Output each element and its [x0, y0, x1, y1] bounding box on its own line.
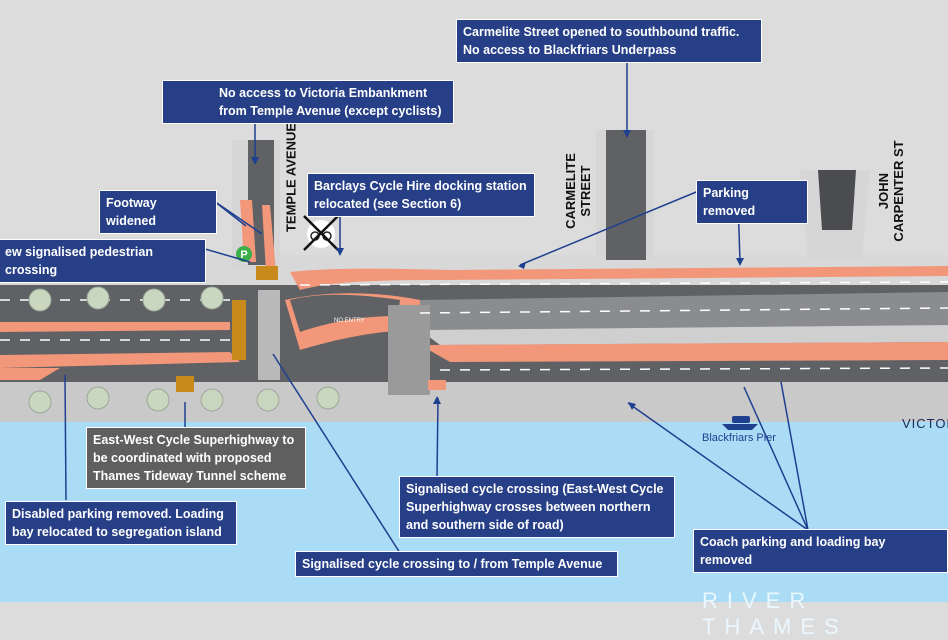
north-cycle-track — [290, 266, 948, 290]
callout-parking-removed: Parking removed — [696, 180, 808, 224]
tree-icon — [86, 386, 110, 410]
callout-disabled-parking: Disabled parking removed. Loading bay re… — [5, 501, 237, 545]
carmelite-street-road — [606, 130, 646, 260]
temple-avenue-cycle-lane — [262, 205, 276, 272]
street-label-carmelite: CARMELITE STREET — [563, 153, 593, 229]
tree-icon — [200, 388, 224, 412]
callout-signalised-cycle-crossing: Signalised cycle crossing (East-West Cyc… — [399, 476, 675, 538]
west-south-verge — [0, 368, 60, 380]
no-entry-marking: NO ENTRY — [334, 318, 365, 324]
cycle-crossing-west — [232, 300, 246, 360]
callout-cycle-crossing-temple: Signalised cycle crossing to / from Temp… — [295, 551, 618, 577]
parking-sign-label: P — [240, 249, 247, 261]
parking-icon — [236, 246, 252, 262]
street-label-john-carpenter: JOHN CARPENTER ST — [876, 140, 906, 242]
tree-icon — [200, 286, 224, 310]
ped-crossing-stripe — [258, 290, 280, 380]
tree-icon — [316, 386, 340, 410]
callout-no-access: No access to Victoria Embankment from Te… — [162, 80, 454, 124]
john-carpenter-road — [818, 170, 856, 230]
blackfriars-pier-label: Blackfriars Pier — [702, 432, 776, 444]
junction-approach — [290, 294, 400, 332]
west-cycle-track-south — [0, 352, 240, 368]
river-thames-label: RIVER THAMES — [702, 588, 848, 639]
tree-icon — [86, 286, 110, 310]
cycle-hire-icon — [303, 215, 339, 251]
callout-carmelite-opened: Carmelite Street opened to southbound tr… — [456, 19, 762, 63]
tree-icon — [28, 390, 52, 414]
tree-icon — [146, 388, 170, 412]
tree-icon — [28, 288, 52, 312]
tactile-paving — [176, 376, 194, 392]
callout-cycle-hire: Barclays Cycle Hire docking station relo… — [307, 173, 535, 217]
route-map: P NO ENTRY — [0, 62, 948, 602]
central-reserve — [420, 325, 948, 345]
tactile-paving — [256, 266, 278, 280]
tree-icons — [28, 286, 340, 414]
south-cycle-track — [420, 342, 948, 362]
leader-lines — [64, 62, 809, 554]
callout-ped-crossing: ew signalised pedestrian crossing — [0, 239, 206, 283]
signalised-cycle-crossing-stripe — [428, 380, 446, 390]
street-label-temple-avenue: TEMPLE AVENUE — [283, 122, 299, 233]
tree-icon — [142, 288, 166, 312]
callout-footway-widened: Footway widened — [99, 190, 217, 234]
boat-icon — [722, 416, 758, 430]
south-embankment-pavement — [0, 380, 948, 422]
west-cycle-track-north — [0, 322, 230, 332]
callout-cycle-superhighway: East-West Cycle Superhighway to be coord… — [86, 427, 306, 489]
signalised-cycle-crossing-mid — [388, 305, 430, 395]
callout-coach-parking: Coach parking and loading bay removed — [693, 529, 948, 573]
lane-markings — [0, 281, 948, 371]
arrowheads — [251, 130, 744, 410]
tree-icon — [256, 388, 280, 412]
